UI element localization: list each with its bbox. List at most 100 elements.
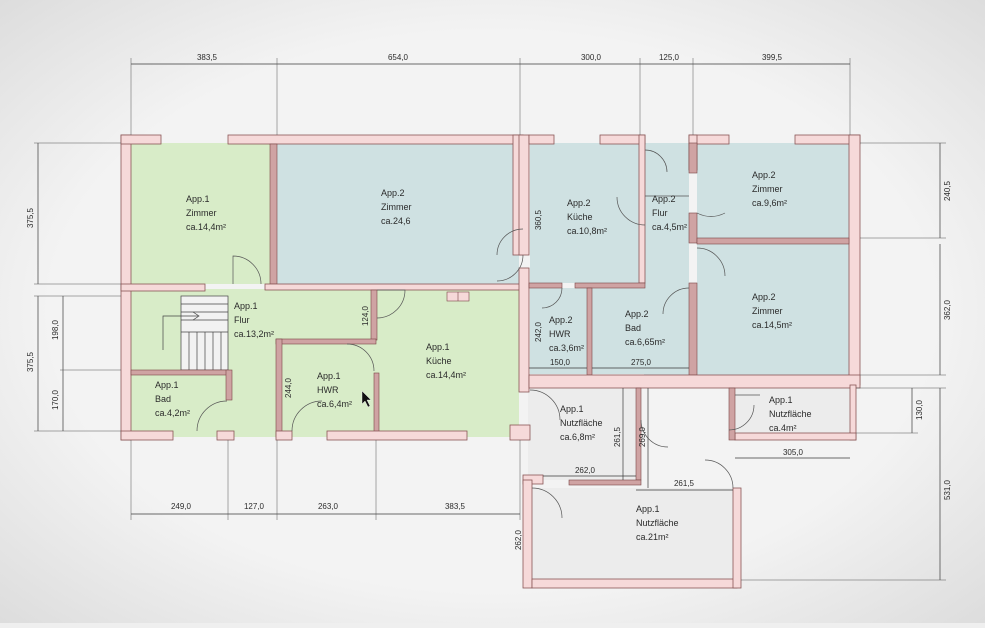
fill-nutzflaeche-21 [532, 488, 733, 585]
svg-text:App.2: App.2 [549, 315, 573, 325]
dim-right-3: 130,0 [915, 399, 924, 420]
walls [120, 134, 861, 589]
svg-text:ca.9,6m²: ca.9,6m² [752, 198, 787, 208]
fill-app1-hwr [282, 344, 376, 437]
svg-text:ca.14,5m²: ca.14,5m² [752, 320, 792, 330]
svg-text:Zimmer: Zimmer [752, 184, 783, 194]
svg-text:ca.3,6m²: ca.3,6m² [549, 343, 584, 353]
svg-text:App.1: App.1 [769, 395, 793, 405]
svg-text:App.2: App.2 [567, 198, 591, 208]
svg-text:App.2: App.2 [625, 309, 649, 319]
svg-text:App.1: App.1 [426, 342, 450, 352]
sink-icon [446, 291, 470, 302]
svg-text:HWR: HWR [317, 385, 339, 395]
svg-text:Nutzfläche: Nutzfläche [636, 518, 679, 528]
svg-text:ca.4m²: ca.4m² [769, 423, 797, 433]
dim-inner-2: 244,0 [284, 377, 293, 398]
dim-inner-8: 269,0 [638, 426, 647, 447]
svg-text:Nutzfläche: Nutzfläche [769, 409, 812, 419]
svg-text:ca.24,6: ca.24,6 [381, 216, 411, 226]
fill-app1-kueche [376, 289, 519, 437]
dim-bottom-4: 383,5 [445, 502, 466, 511]
dim-left-4: 170,0 [51, 389, 60, 410]
fill-app2-hwr [530, 288, 587, 374]
svg-text:ca.6,65m²: ca.6,65m² [625, 337, 665, 347]
svg-text:App.2: App.2 [652, 194, 676, 204]
dim-left-2: 375,5 [26, 351, 35, 372]
svg-text:App.1: App.1 [560, 404, 584, 414]
svg-text:App.2: App.2 [752, 170, 776, 180]
doors [196, 149, 760, 519]
dim-inner-7: 261,5 [613, 426, 622, 447]
svg-text:ca.4,5m²: ca.4,5m² [652, 222, 687, 232]
dim-inner-11: 305,0 [783, 448, 804, 457]
dim-top-1: 383,5 [197, 53, 218, 62]
svg-text:App.1: App.1 [155, 380, 179, 390]
dim-top-5: 399,5 [762, 53, 783, 62]
svg-text:Küche: Küche [567, 212, 593, 222]
svg-text:ca.6,8m²: ca.6,8m² [560, 432, 595, 442]
svg-text:App.1: App.1 [636, 504, 660, 514]
svg-text:App.2: App.2 [752, 292, 776, 302]
fill-app1-bad [131, 370, 228, 437]
dim-right-1: 240,5 [943, 180, 952, 201]
staircase [162, 295, 229, 371]
svg-text:HWR: HWR [549, 329, 571, 339]
room-fills [131, 143, 850, 585]
dim-bottom-1: 249,0 [171, 502, 192, 511]
svg-text:Nutzfläche: Nutzfläche [560, 418, 603, 428]
fill-app2-zimmer-small [697, 143, 849, 238]
svg-text:Bad: Bad [155, 394, 171, 404]
dim-inner-6: 275,0 [631, 358, 652, 367]
dim-top-4: 125,0 [659, 53, 680, 62]
mouse-cursor-icon [361, 390, 372, 408]
svg-text:ca.14,4m²: ca.14,4m² [426, 370, 466, 380]
fill-app1-flur-ext [276, 289, 376, 339]
svg-text:App.1: App.1 [186, 194, 210, 204]
svg-text:App.2: App.2 [381, 188, 405, 198]
fill-nutzflaeche-4 [735, 388, 850, 440]
dim-inner-10: 261,5 [674, 479, 695, 488]
dim-bottom-3: 263,0 [318, 502, 339, 511]
svg-text:ca.4,2m²: ca.4,2m² [155, 408, 190, 418]
svg-text:Bad: Bad [625, 323, 641, 333]
svg-text:Zimmer: Zimmer [381, 202, 412, 212]
svg-text:App.1: App.1 [317, 371, 341, 381]
fill-nutzflaeche-68 [528, 388, 636, 480]
dim-inner-1: 124,0 [361, 305, 370, 326]
fill-app2-corridor [644, 283, 697, 375]
svg-text:Zimmer: Zimmer [186, 208, 217, 218]
dim-right-2: 362,0 [943, 299, 952, 320]
dim-left-3: 198,0 [51, 319, 60, 340]
svg-text:ca.6,4m²: ca.6,4m² [317, 399, 352, 409]
svg-text:Zimmer: Zimmer [752, 306, 783, 316]
svg-text:Flur: Flur [652, 208, 668, 218]
dim-inner-5: 150,0 [550, 358, 571, 367]
dim-top-2: 654,0 [388, 53, 409, 62]
dimension-lines [34, 58, 946, 581]
svg-text:Flur: Flur [234, 315, 250, 325]
dim-inner-3: 360,5 [534, 209, 543, 230]
dim-top-3: 300,0 [581, 53, 602, 62]
dim-bottom-2: 127,0 [244, 502, 265, 511]
dimension-labels: 383,5 654,0 300,0 125,0 399,5 375,5 375,… [26, 53, 952, 550]
dim-right-4: 531,0 [943, 479, 952, 500]
fill-app2-zimmer-large [277, 143, 519, 284]
svg-text:ca.14,4m²: ca.14,4m² [186, 222, 226, 232]
svg-text:ca.21m²: ca.21m² [636, 532, 669, 542]
